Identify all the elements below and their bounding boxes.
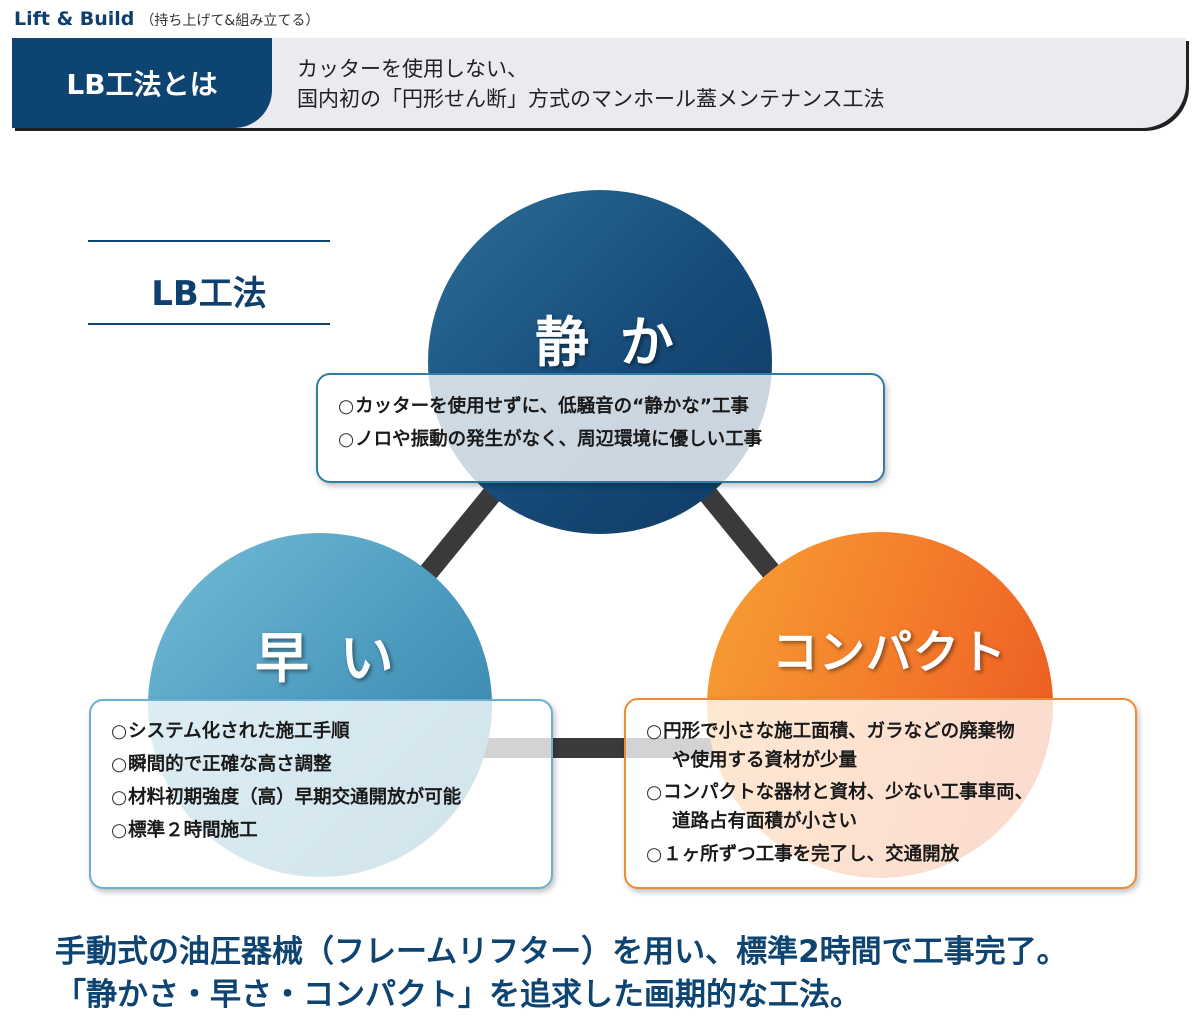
section-rule-top [88,240,330,242]
fast-item-text: 材料初期強度（高）早期交通開放が可能 [128,787,462,808]
compact-item-3: ○１ヶ所ずつ工事を完了し、交通開放 [646,840,959,866]
intro-banner: LB工法とは カッターを使用しない、 国内初の「円形せん断」方式のマンホール蓋メ… [12,38,1186,128]
quiet-item-text: カッターを使用せずに、低騒音の“静かな”工事 [355,396,749,417]
brand-subtitle: （持ち上げて&組み立てる） [140,13,320,29]
quiet-item-2: ○ノロや振動の発生がなく、周辺環境に優しい工事 [338,425,762,451]
compact-item-1: ○円形で小さな施工面積、ガラなどの廃棄物 [646,717,1015,743]
compact-item-2: ○コンパクトな器材と資材、少ない工事車両、 [646,778,1033,804]
banner-description: カッターを使用しない、 国内初の「円形せん断」方式のマンホール蓋メンテナンス工法 [297,54,885,114]
section-title: LB工法 [151,274,267,314]
bullet-mark: ○ [646,844,663,865]
fast-item-1: ○システム化された施工手順 [111,717,350,743]
compact-title: コンパクト [772,625,1007,679]
compact-item-text: １ヶ所ずつ工事を完了し、交通開放 [663,844,960,865]
section-rule-bottom [88,323,330,325]
bullet-mark: ○ [338,429,355,450]
fast-feature-box: ○システム化された施工手順 ○瞬間的で正確な高さ調整 ○材料初期強度（高）早期交… [89,699,553,889]
bullet-mark: ○ [646,782,663,803]
banner-line-1: カッターを使用しない、 [297,57,528,81]
compact-feature-box: ○円形で小さな施工面積、ガラなどの廃棄物 や使用する資材が少量 ○コンパクトな器… [624,698,1137,889]
fast-item-text: 瞬間的で正確な高さ調整 [128,754,332,775]
compact-item-1-cont: や使用する資材が少量 [672,750,858,771]
bullet-mark: ○ [111,820,128,841]
fast-item-3: ○材料初期強度（高）早期交通開放が可能 [111,783,461,809]
compact-item-2-cont: 道路占有面積が小さい [672,811,858,832]
quiet-feature-box: ○カッターを使用せずに、低騒音の“静かな”工事 ○ノロや振動の発生がなく、周辺環… [316,373,885,483]
bullet-mark: ○ [338,396,355,417]
quiet-item-1: ○カッターを使用せずに、低騒音の“静かな”工事 [338,392,749,418]
fast-item-text: システム化された施工手順 [128,721,350,742]
brand-title: Lift & Build （持ち上げて&組み立てる） [14,8,319,30]
fast-item-4: ○標準２時間施工 [111,816,258,842]
fast-title: 早 い [255,627,400,690]
bullet-mark: ○ [111,721,128,742]
banner-line-2: 国内初の「円形せん断」方式のマンホール蓋メンテナンス工法 [297,87,885,111]
fast-item-text: 標準２時間施工 [128,820,258,841]
bullet-mark: ○ [111,787,128,808]
footer-line-1: 手動式の油圧器械（フレームリフター）を用い、標準2時間で工事完了。 [55,934,1068,970]
compact-item-text: コンパクトな器材と資材、少ない工事車両、 [663,782,1034,803]
bullet-mark: ○ [111,754,128,775]
bullet-mark: ○ [646,721,663,742]
fast-item-2: ○瞬間的で正確な高さ調整 [111,750,332,776]
brand-name: Lift & Build [14,8,135,30]
quiet-item-text: ノロや振動の発生がなく、周辺環境に優しい工事 [355,429,763,450]
footer-line-2: 「静かさ・早さ・コンパクト」を追求した画期的な工法。 [55,977,861,1013]
quiet-title: 静 か [535,311,680,374]
banner-tag: LB工法とは [12,38,272,128]
compact-item-text: 円形で小さな施工面積、ガラなどの廃棄物 [663,721,1015,742]
